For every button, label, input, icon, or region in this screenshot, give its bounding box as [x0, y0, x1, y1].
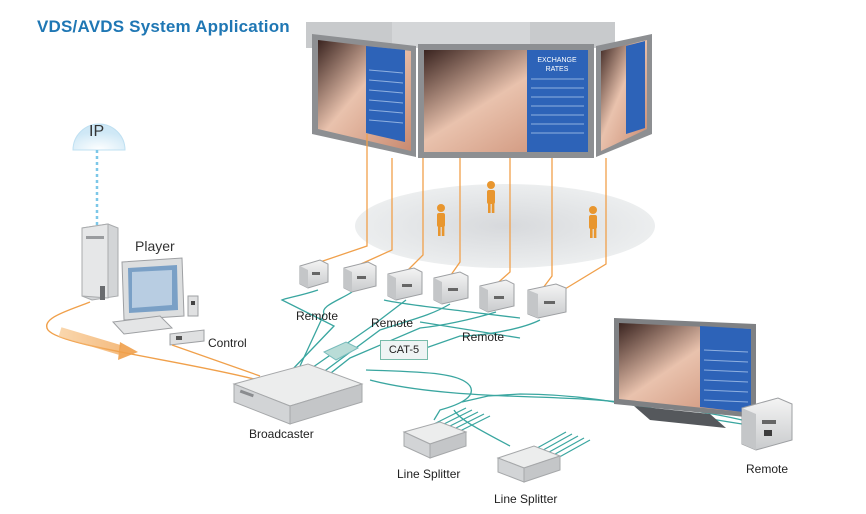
remote-unit-icon [343, 261, 377, 293]
remote-unit-icon [387, 267, 423, 301]
ip-label: IP [89, 123, 105, 140]
remote-unit-icon [527, 283, 567, 319]
remote-label-3: Remote [462, 330, 505, 344]
remote-display-icon [614, 318, 756, 428]
control-box-icon [169, 329, 205, 346]
viewer-figures [437, 181, 597, 238]
remote-label-1: Remote [296, 309, 339, 323]
player-label: Player [135, 238, 175, 254]
remote-unit-icon [299, 259, 329, 289]
player-monitor-icon [111, 257, 199, 335]
remote-unit-icon [479, 279, 515, 313]
cat5-label: CAT-5 [380, 340, 428, 360]
remote-unit-icon [741, 397, 793, 451]
video-wall: EXCHANGE RATES [306, 22, 652, 158]
control-label: Control [208, 336, 247, 350]
remote-unit-icon [433, 271, 469, 305]
screen-heading-line1: EXCHANGE [537, 57, 577, 64]
broadcaster-icon [232, 363, 364, 425]
broadcaster-label: Broadcaster [249, 427, 314, 441]
line-splitter-icon [496, 445, 562, 483]
line-splitter-label-2: Line Splitter [494, 492, 558, 506]
remote-units [299, 259, 567, 319]
screen-heading-line2: RATES [546, 66, 569, 73]
diagram-title: VDS/AVDS System Application [37, 17, 290, 36]
remote-label-2: Remote [371, 316, 414, 330]
display-area-floor [355, 184, 655, 268]
pc-to-broadcaster-link [46, 301, 261, 381]
cat5-connector-icon [322, 341, 360, 361]
line-splitter-label-1: Line Splitter [397, 467, 461, 481]
remote-label-4: Remote [746, 462, 789, 476]
player-pc-icon [81, 223, 119, 301]
line-splitter-icon [402, 421, 468, 459]
ip-cloud-icon [72, 123, 126, 151]
